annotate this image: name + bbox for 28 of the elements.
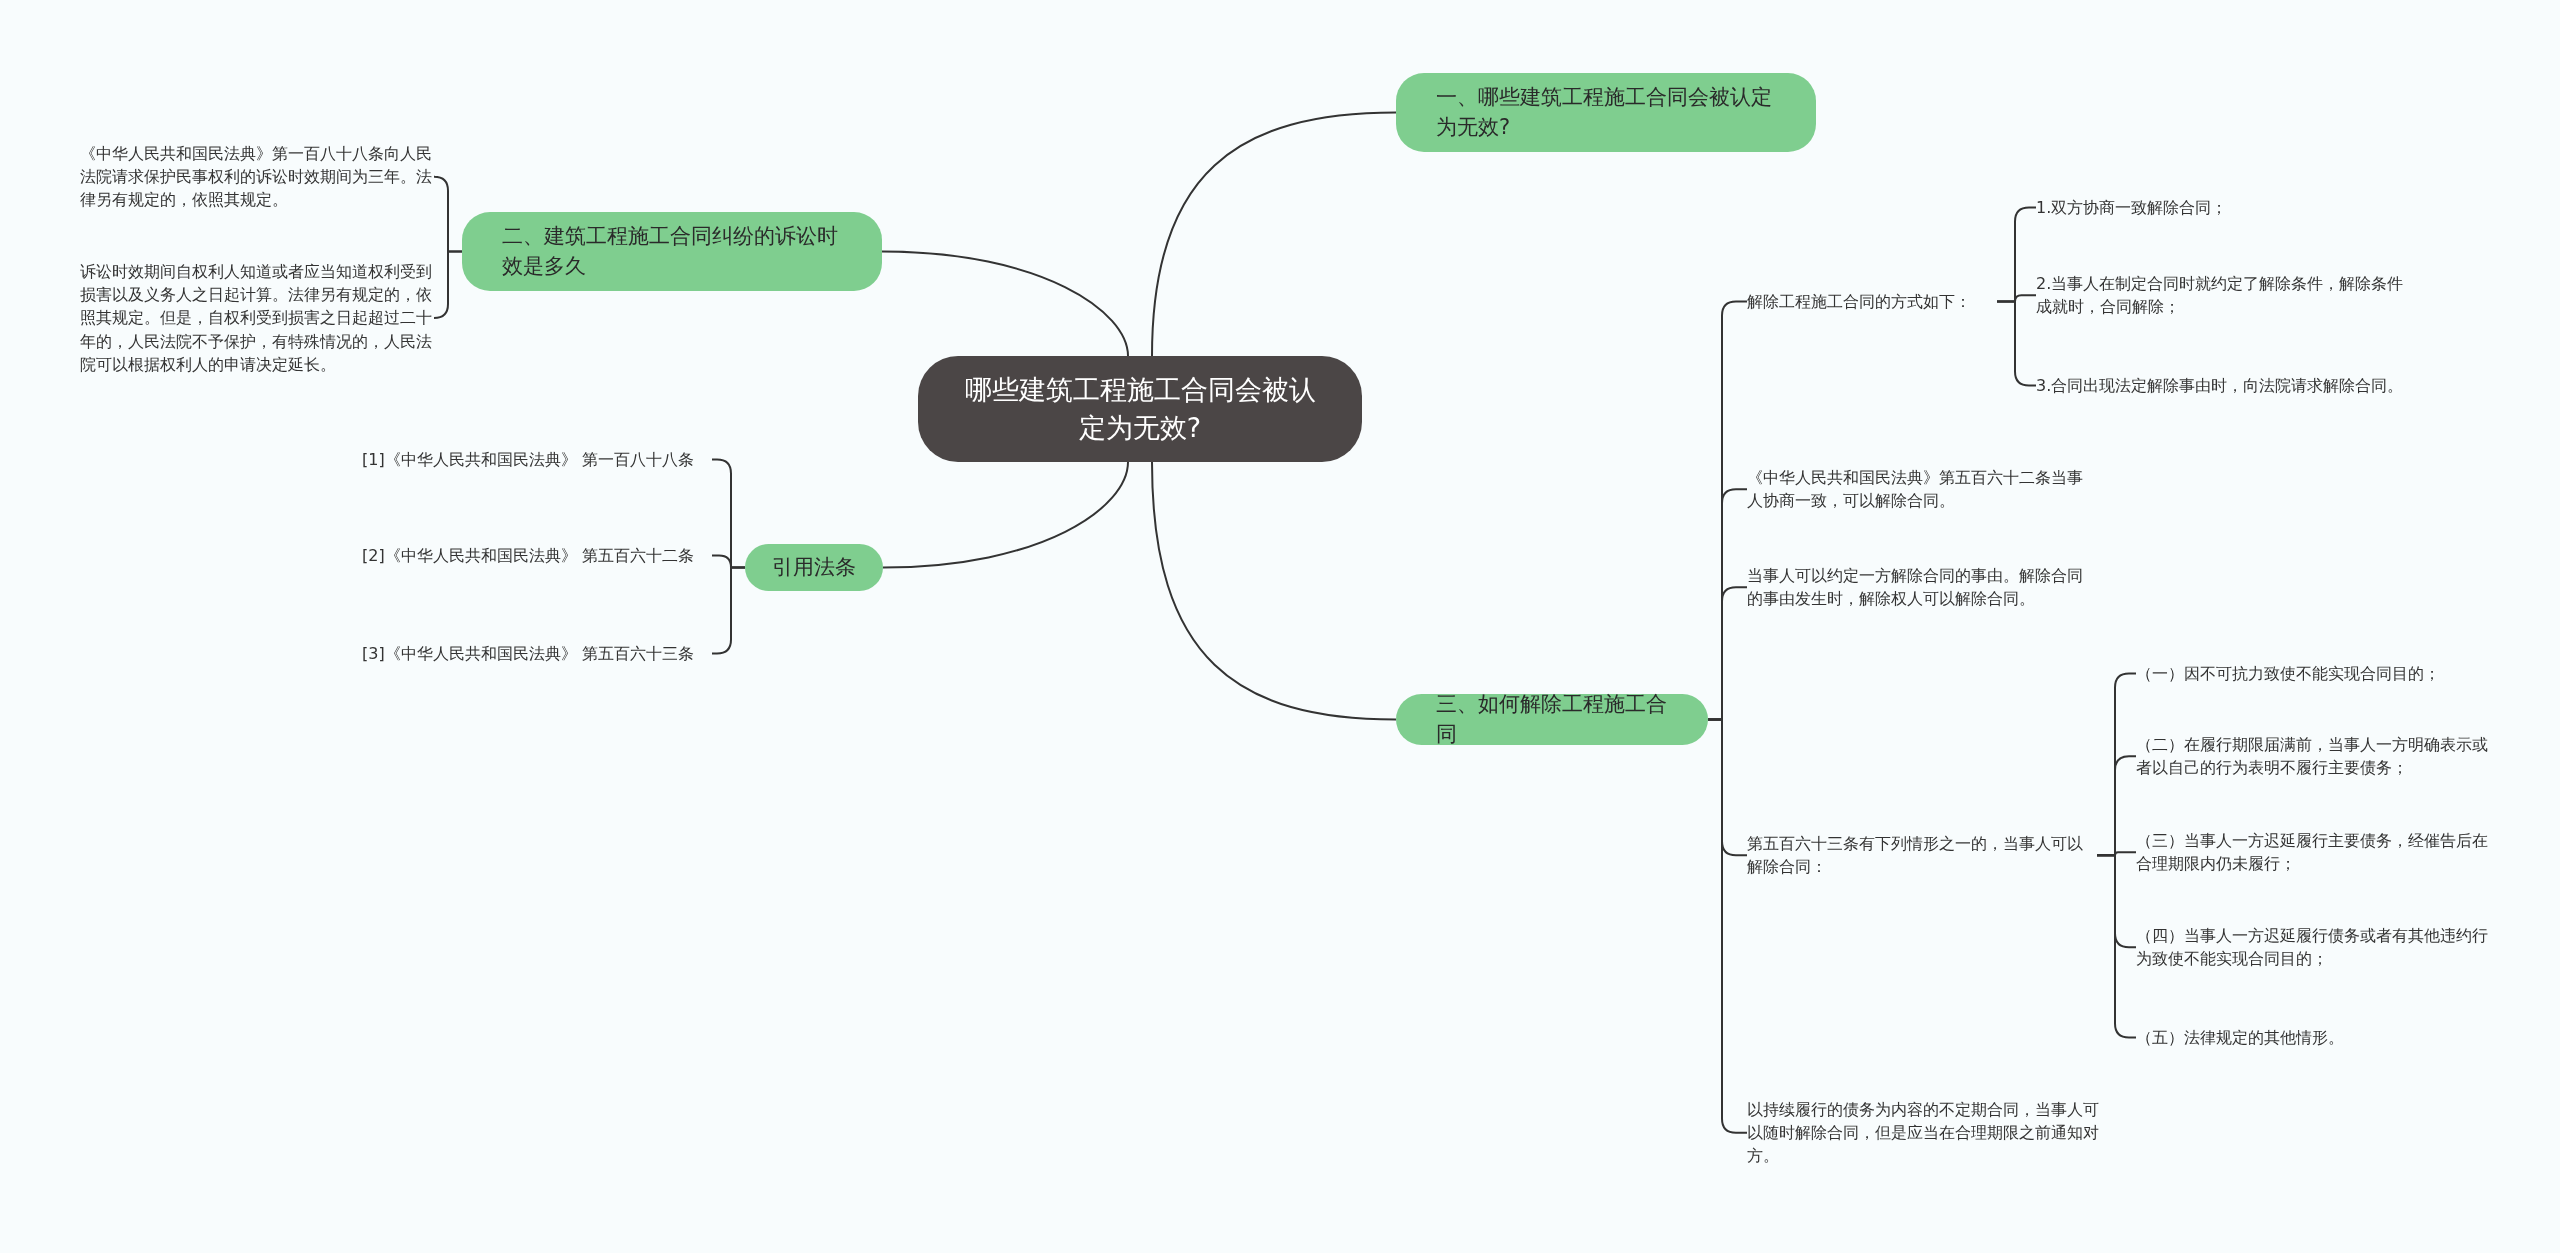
connector-line — [1151, 111, 1397, 357]
note-text: 诉讼时效期间自权利人知道或者应当知道权利受到损害以及义务人之日起计算。法律另有规定的，依照其规定。但是，自权利受到损害之日起超过二十年的，人民法院不予保护，有特殊情况的，人民法院可以根据权利人的申请决定延长。 — [80, 260, 435, 376]
note-text: （一）因不可抗力致使不能实现合同目的； — [2136, 662, 2496, 686]
connector-line — [1151, 461, 1397, 721]
topic-pill: 引用法条 — [745, 544, 883, 591]
note-text: 第五百六十三条有下列情形之一的，当事人可以解除合同： — [1747, 832, 2097, 879]
note-text: [1]《中华人民共和国民法典》 第一百八十八条 — [362, 448, 712, 472]
note-text: 当事人可以约定一方解除合同的事由。解除合同的事由发生时，解除权人可以解除合同。 — [1747, 564, 2097, 611]
note-text: [2]《中华人民共和国民法典》 第五百六十二条 — [362, 544, 712, 568]
connector-line — [433, 250, 463, 319]
topic-pill: 一、哪些建筑工程施工合同会被认定为无效? — [1396, 73, 1816, 152]
topic-pill: 二、建筑工程施工合同纠纷的诉讼时效是多久 — [462, 212, 882, 291]
central-topic: 哪些建筑工程施工合同会被认定为无效? — [918, 356, 1362, 462]
note-text: [3]《中华人民共和国民法典》 第五百六十三条 — [362, 642, 712, 666]
note-text: 2.当事人在制定合同时就约定了解除条件，解除条件成就时，合同解除； — [2036, 272, 2416, 319]
note-text: （五）法律规定的其他情形。 — [2136, 1026, 2496, 1050]
note-text: 以持续履行的债务为内容的不定期合同，当事人可以随时解除合同，但是应当在合理期限之前通知对方。 — [1747, 1098, 2107, 1168]
note-text: 解除工程施工合同的方式如下： — [1747, 290, 1997, 314]
note-text: 3.合同出现法定解除事由时，向法院请求解除合同。 — [2036, 374, 2416, 398]
note-text: 《中华人民共和国民法典》第五百六十二条当事人协商一致，可以解除合同。 — [1747, 466, 2097, 513]
topic-pill: 三、如何解除工程施工合同 — [1396, 694, 1708, 745]
note-text: （三）当事人一方迟延履行主要债务，经催告后在合理期限内仍未履行； — [2136, 829, 2496, 876]
connector-line — [882, 461, 1129, 569]
connector-line — [881, 250, 1129, 357]
note-text: （二）在履行期限届满前，当事人一方明确表示或者以自己的行为表明不履行主要债务； — [2136, 733, 2496, 780]
note-text: （四）当事人一方迟延履行债务或者有其他违约行为致使不能实现合同目的； — [2136, 924, 2496, 971]
note-text: 1.双方协商一致解除合同； — [2036, 196, 2416, 220]
note-text: 《中华人民共和国民法典》第一百八十八条向人民法院请求保护民事权利的诉讼时效期间为三年。法律另有规定的，依照其规定。 — [80, 142, 435, 212]
